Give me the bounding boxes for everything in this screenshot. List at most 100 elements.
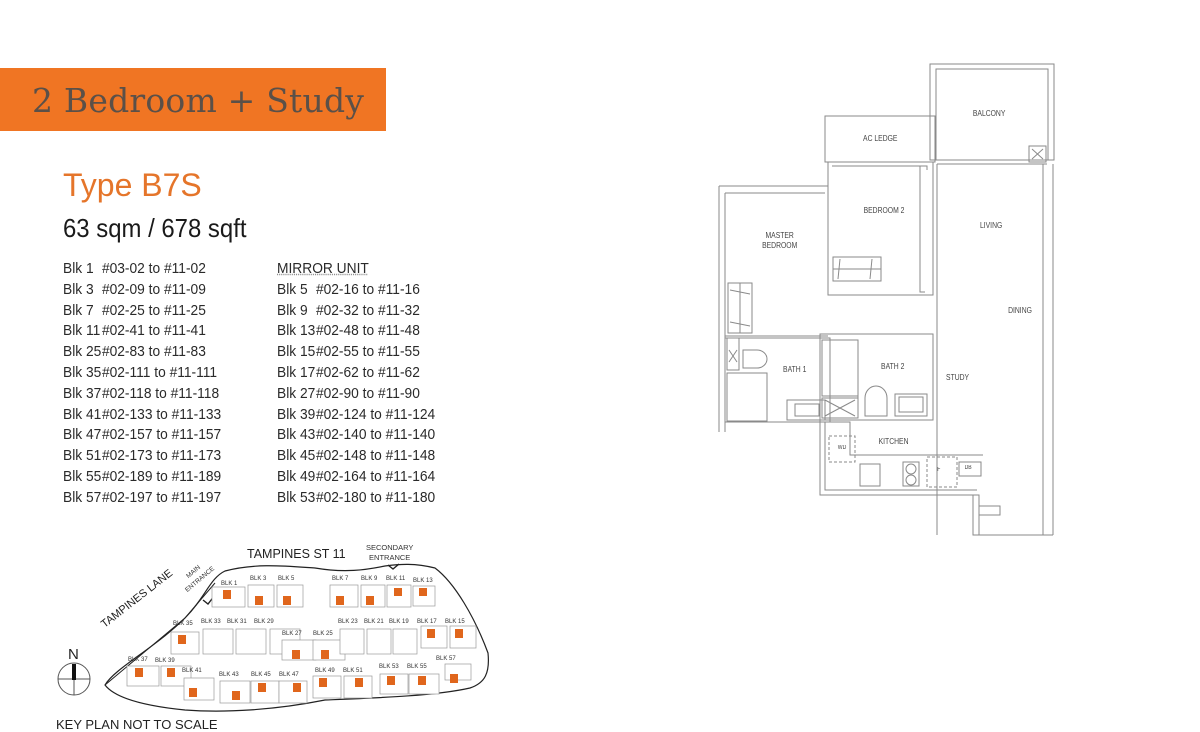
unit-range: #02-48 to #11-48 — [315, 323, 420, 340]
unit-range: #02-180 to #11-180 — [315, 489, 436, 506]
unit-size: 63 sqm / 678 sqft — [63, 213, 247, 243]
block-label: BLK 27 — [282, 631, 302, 637]
key-plan-note: KEY PLAN NOT TO SCALE — [56, 717, 218, 732]
block-label: Blk 53 — [277, 489, 316, 506]
block-label: BLK 11 — [386, 576, 406, 582]
unit-row: Blk 9#02-32 to #11-32 — [277, 301, 435, 322]
room-label-kitchen: KITCHEN — [878, 437, 909, 446]
block-label: Blk 37 — [63, 385, 102, 402]
unit-row: Blk 55#02-189 to #11-189 — [63, 467, 221, 488]
key-plan: TAMPINES ST 11 TAMPINES LANE SECONDARY E… — [55, 538, 505, 718]
unit-row: Blk 37#02-118 to #11-118 — [63, 384, 221, 405]
block-label: BLK 33 — [201, 619, 221, 625]
unit-range: #02-62 to #11-62 — [315, 364, 420, 381]
block-label: BLK 5 — [278, 576, 295, 582]
unit-range: #02-16 to #11-16 — [315, 281, 420, 298]
unit-range: #02-164 to #11-164 — [315, 468, 436, 485]
block-label: BLK 31 — [227, 619, 247, 625]
unit-range: #02-09 to #11-09 — [101, 281, 206, 298]
block-label: Blk 41 — [63, 406, 102, 423]
block-label: Blk 27 — [277, 385, 316, 402]
block-label: BLK 9 — [361, 576, 378, 582]
unit-row: Blk 7#02-25 to #11-25 — [63, 301, 221, 322]
block-label: BLK 19 — [389, 619, 409, 625]
unit-range: #02-157 to #11-157 — [101, 427, 222, 444]
room-label-bedroom-2: BEDROOM 2 — [863, 206, 905, 215]
mirror-unit-heading: MIRROR UNIT — [277, 261, 369, 277]
road-label-tampines-st-11: TAMPINES ST 11 — [247, 547, 346, 561]
unit-row: Blk 51#02-173 to #11-173 — [63, 446, 221, 467]
unit-row: Blk 1 #03-02 to #11-02 — [63, 259, 221, 280]
unit-type: Type B7S — [63, 167, 202, 203]
unit-range: #02-197 to #11-197 — [101, 489, 222, 506]
unit-row: Blk 17#02-62 to #11-62 — [277, 363, 435, 384]
room-label-living: LIVING — [979, 221, 1003, 230]
key-plan-drawing — [57, 563, 490, 712]
label-line: SECONDARY — [366, 543, 414, 552]
block-label: BLK 55 — [407, 664, 427, 670]
block-label: Blk 25 — [63, 344, 102, 361]
room-label-line: MASTER — [765, 231, 794, 240]
block-label: Blk 51 — [63, 448, 102, 465]
room-label-balcony: BALCONY — [972, 109, 1006, 118]
block-label: BLK 17 — [417, 619, 437, 625]
unit-row: Blk 53#02-180 to #11-180 — [277, 488, 435, 509]
room-label-line: BEDROOM — [762, 241, 798, 250]
block-label: BLK 43 — [219, 672, 239, 678]
room-label-study: STUDY — [946, 373, 970, 382]
north-label: N — [68, 646, 79, 663]
unit-row: Blk 13#02-48 to #11-48 — [277, 321, 435, 342]
room-label-dining: DINING — [1008, 306, 1032, 315]
unit-row: Blk 5 #02-16 to #11-16 — [277, 280, 435, 301]
block-label: Blk 39 — [277, 406, 316, 423]
block-label: BLK 13 — [413, 578, 433, 584]
unit-row: Blk 49#02-164 to #11-164 — [277, 467, 435, 488]
unit-row: Blk 11#02-41 to #11-41 — [63, 321, 221, 342]
block-label: Blk 55 — [63, 468, 102, 485]
title-banner: 2 Bedroom + Study — [0, 68, 386, 131]
block-label: Blk 11 — [63, 323, 101, 340]
unit-range: #02-90 to #11-90 — [315, 385, 420, 402]
unit-row: Blk 41#02-133 to #11-133 — [63, 405, 221, 426]
block-label: Blk 35 — [63, 364, 102, 381]
block-label: BLK 51 — [343, 668, 363, 674]
unit-row: Blk 27#02-90 to #11-90 — [277, 384, 435, 405]
unit-row: Blk 15#02-55 to #11-55 — [277, 342, 435, 363]
mirror-unit-list: MIRROR UNIT Blk 5 #02-16 to #11-16 Blk 9#… — [277, 259, 444, 509]
block-label: BLK 41 — [182, 668, 202, 674]
block-label: Blk 5 — [277, 281, 308, 298]
room-label-ac-ledge: AC LEDGE — [863, 134, 898, 143]
block-label: BLK 45 — [251, 672, 271, 678]
secondary-entrance-label: SECONDARY ENTRANCE — [366, 543, 413, 563]
unit-row: Blk 47#02-157 to #11-157 — [63, 425, 221, 446]
standard-unit-list: Blk 1 #03-02 to #11-02 Blk 3#02-09 to #11… — [63, 259, 230, 509]
block-label: Blk 7 — [63, 302, 94, 319]
block-label: BLK 35 — [173, 621, 193, 627]
block-label: Blk 47 — [63, 427, 102, 444]
unit-range: #03-02 to #11-02 — [101, 261, 206, 277]
unit-range: #02-32 to #11-32 — [315, 302, 420, 319]
block-label: Blk 57 — [63, 489, 102, 506]
label-line: ENTRANCE — [369, 553, 411, 562]
unit-row: Blk 39#02-124 to #11-124 — [277, 405, 435, 426]
block-label: Blk 17 — [277, 364, 316, 381]
block-label: BLK 29 — [254, 619, 274, 625]
block-label: BLK 47 — [279, 672, 299, 678]
block-label: BLK 3 — [250, 576, 267, 582]
block-label: BLK 7 — [332, 576, 349, 582]
unit-row: Blk 57#02-197 to #11-197 — [63, 488, 221, 509]
north-arrow-icon — [58, 663, 90, 695]
unit-row: Blk 3#02-09 to #11-09 — [63, 280, 221, 301]
block-label: BLK 23 — [338, 619, 358, 625]
room-label-bath-2: BATH 2 — [881, 362, 905, 371]
floor-plan: BALCONY AC LEDGE BEDROOM 2 LIVING MASTER… — [715, 60, 1060, 540]
unit-row: Blk 25#02-83 to #11-83 — [63, 342, 221, 363]
unit-range: #02-133 to #11-133 — [101, 406, 222, 423]
block-label: BLK 25 — [313, 631, 333, 637]
label-distribution-board: DB — [964, 465, 972, 471]
room-label-master-bedroom: MASTER BEDROOM — [762, 231, 797, 251]
unit-range: #02-189 to #11-189 — [101, 468, 222, 485]
block-label: Blk 13 — [277, 323, 316, 340]
room-label-bath-1: BATH 1 — [783, 365, 807, 374]
block-label: Blk 1 — [63, 261, 94, 277]
